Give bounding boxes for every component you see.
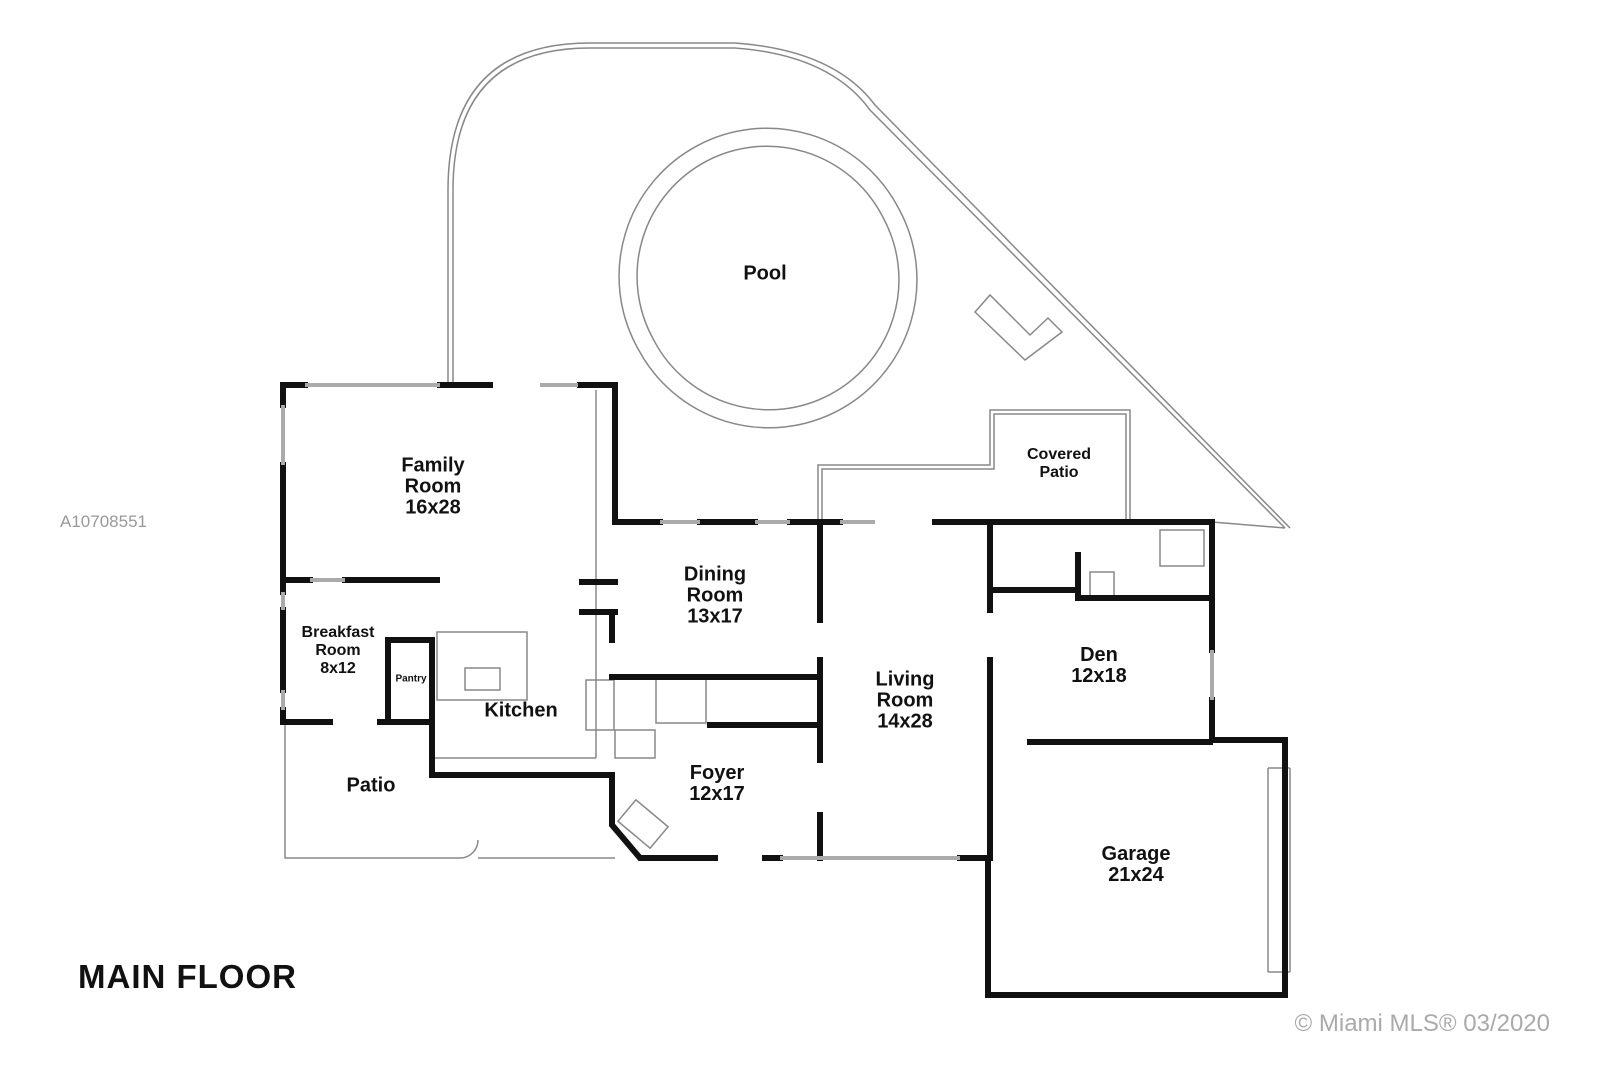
room-name: Den: [1080, 644, 1118, 666]
walls: [280, 382, 1288, 998]
patio-outline: [284, 722, 615, 859]
room-pool: Pool: [743, 262, 787, 285]
pool-water: [636, 145, 900, 411]
room-name: Pool: [743, 262, 787, 285]
covered-patio-outline: [817, 409, 1131, 522]
room-size: 13x17: [687, 605, 743, 628]
copyright: © Miami MLS® 03/2020: [1294, 1010, 1550, 1037]
pool-edge: [618, 127, 918, 429]
room-name: Foyer: [689, 762, 745, 784]
room-size: 16x28: [405, 496, 461, 519]
room-patio: Patio: [346, 774, 396, 797]
room-name: Pantry: [395, 673, 427, 685]
room-name: Kitchen: [484, 699, 558, 722]
room-name: Living Room: [875, 668, 935, 712]
room-name: Breakfast Room: [301, 624, 375, 659]
windows: [281, 383, 1214, 860]
room-name: Family Room: [401, 454, 465, 498]
room-name: Covered Patio: [1026, 446, 1092, 481]
room-name: Garage: [1101, 843, 1171, 865]
plan-title: MAIN FLOOR: [78, 958, 297, 995]
room-kitchen: Kitchen: [484, 699, 558, 722]
room-size: 12x17: [689, 783, 745, 805]
pool-deck-outline: [284, 42, 1291, 973]
listing-id: A10708551: [60, 512, 147, 531]
room-size: 14x28: [877, 710, 933, 733]
room-size: 21x24: [1108, 864, 1164, 886]
room-pantry: Pantry: [395, 669, 426, 690]
room-name: Patio: [346, 774, 396, 797]
room-covered-patio: Covered Patio: [1014, 446, 1104, 482]
deck-steps: [973, 293, 1064, 361]
room-size: 12x18: [1071, 665, 1127, 687]
room-name: Dining Room: [683, 563, 747, 607]
room-size: 8x12: [320, 660, 356, 677]
